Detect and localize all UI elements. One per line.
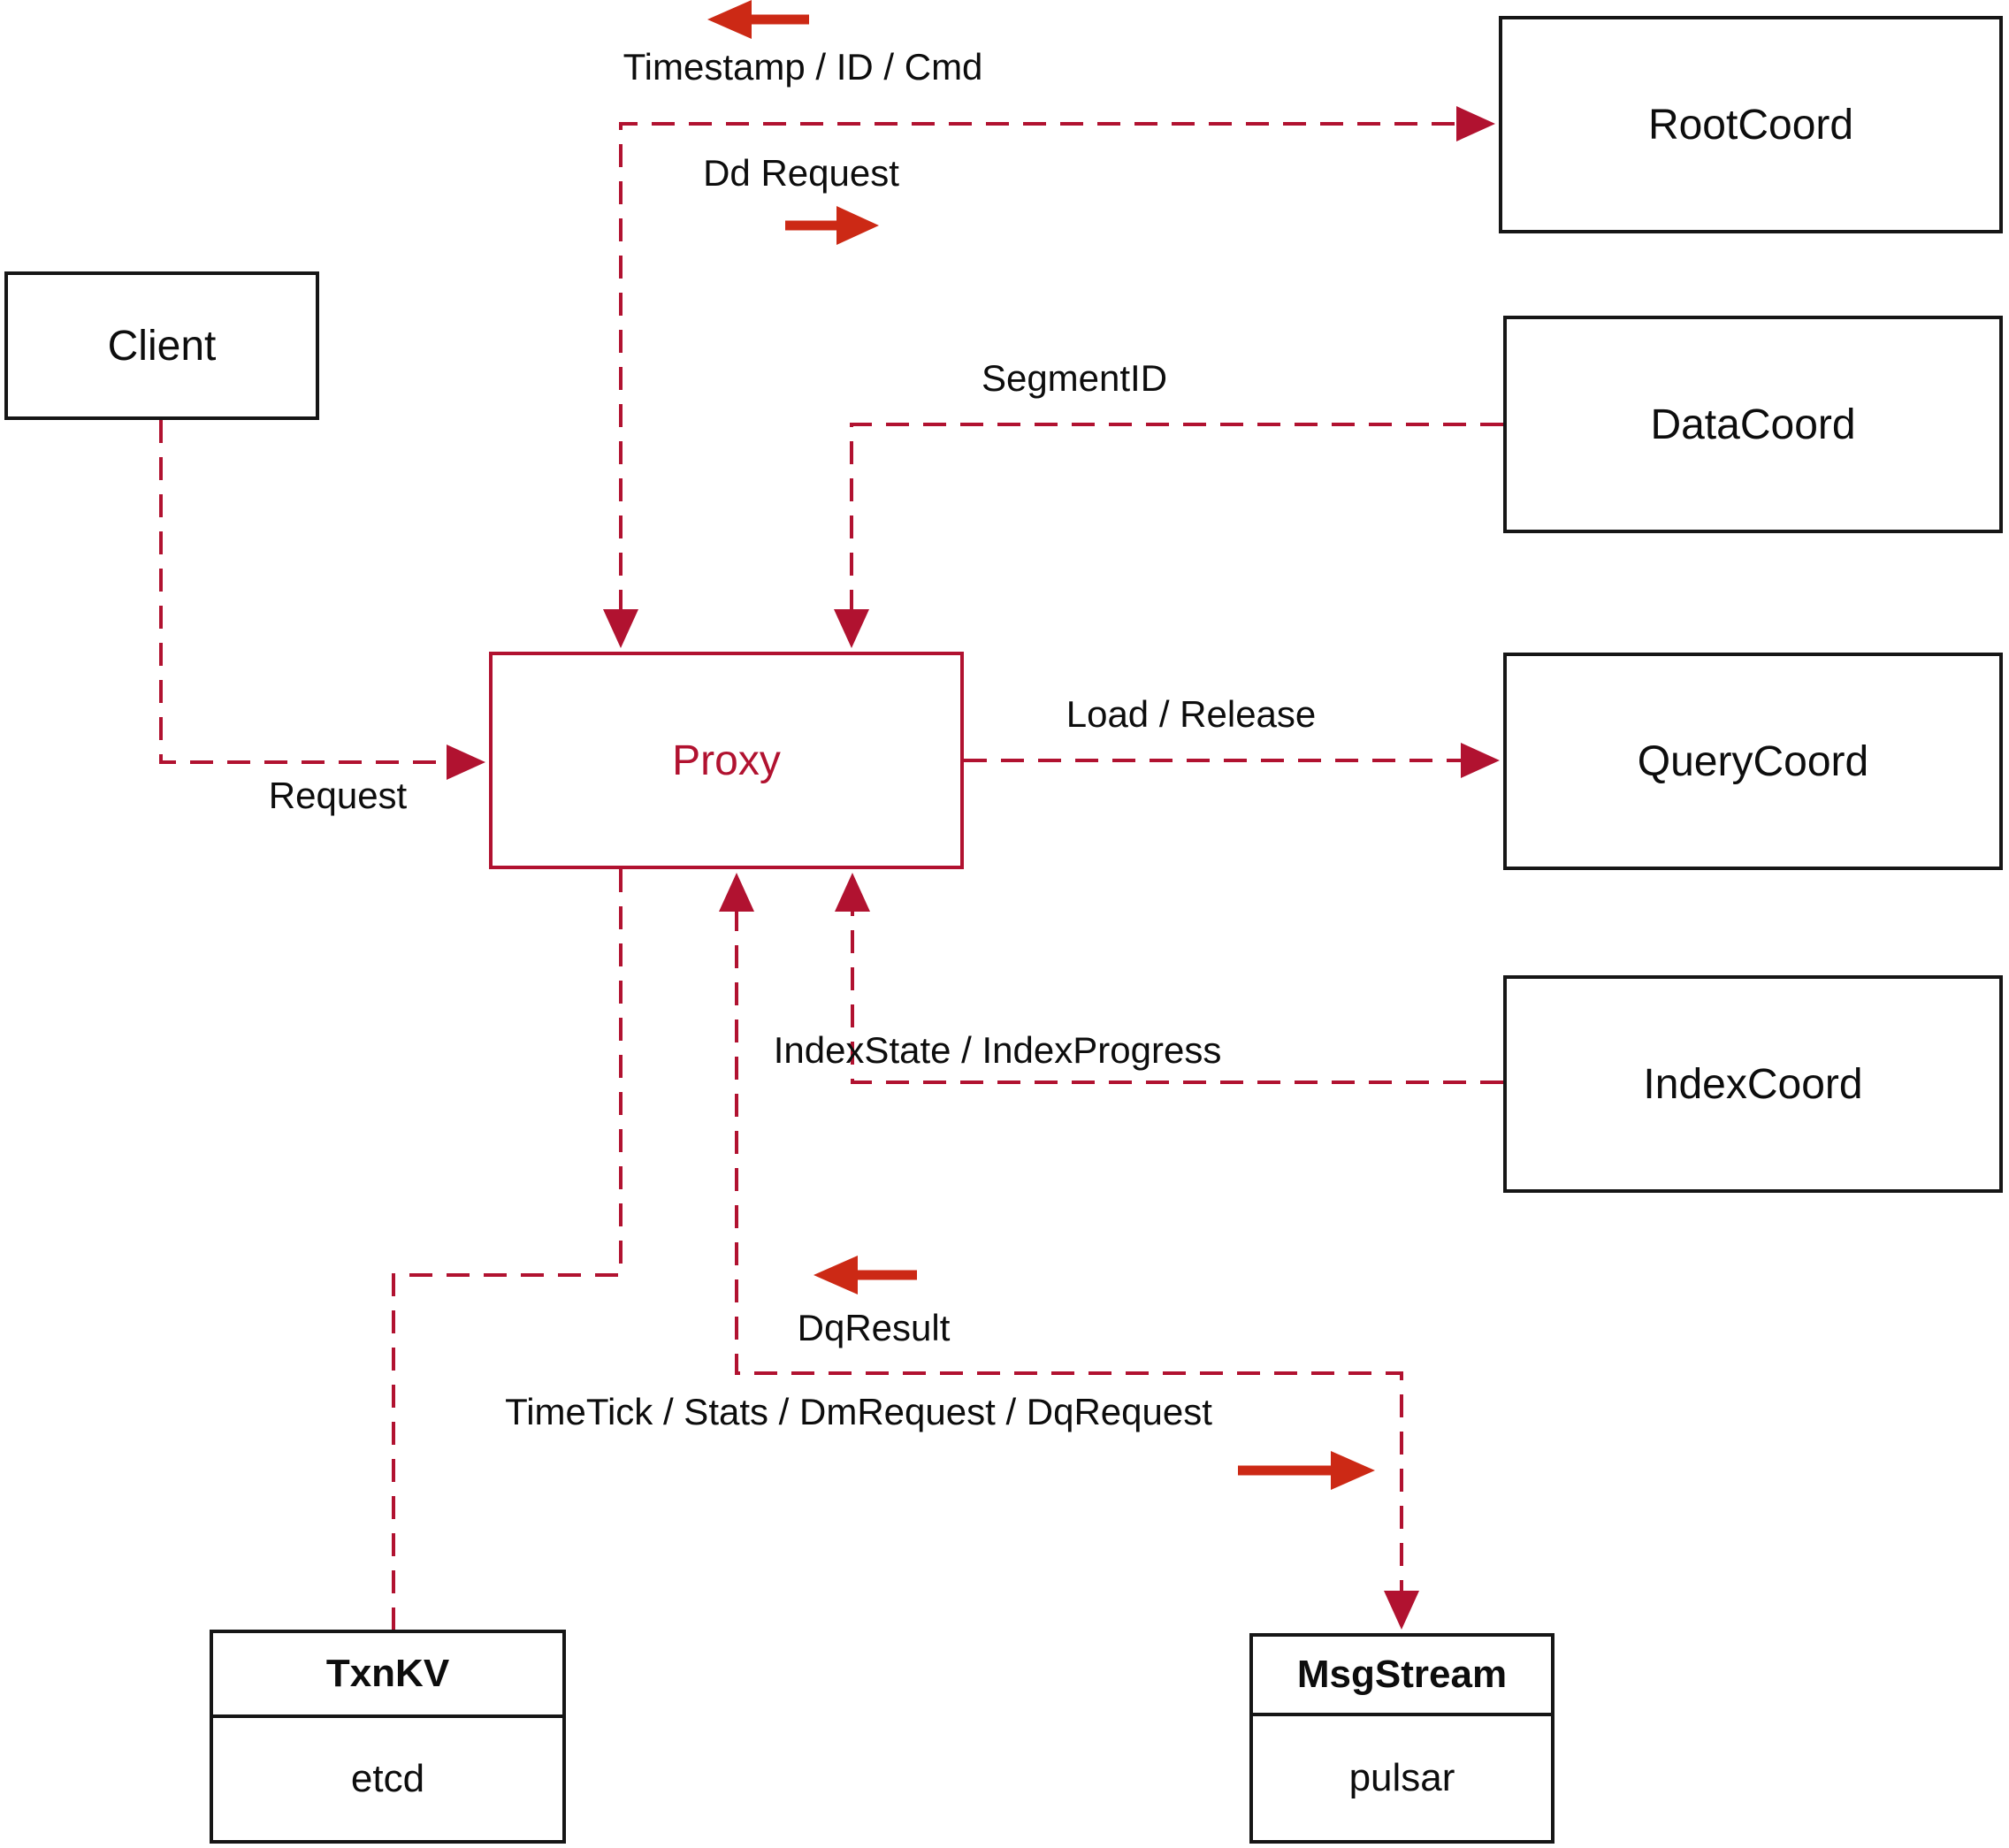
edge-label-segment-id: SegmentID <box>981 357 1168 399</box>
node-msgstream-subtitle: pulsar <box>1348 1756 1455 1799</box>
arrowhead-into-proxy-bottom-1 <box>719 873 754 912</box>
node-rootcoord: RootCoord <box>1499 16 2003 233</box>
edge-label-dd-request: Dd Request <box>703 152 899 194</box>
node-proxy: Proxy <box>489 652 964 869</box>
edge-proxy-rootcoord <box>619 122 1460 613</box>
edge-label-dq-result: DqResult <box>797 1307 951 1348</box>
node-txnkv-title: TxnKV <box>213 1633 562 1718</box>
arrowhead-into-rootcoord <box>1456 106 1495 141</box>
node-indexcoord-label: IndexCoord <box>1643 1060 1863 1108</box>
node-proxy-label: Proxy <box>672 737 781 784</box>
node-msgstream: MsgStream pulsar <box>1249 1633 1554 1844</box>
node-client: Client <box>4 271 319 420</box>
node-querycoord: QueryCoord <box>1503 653 2003 870</box>
arrowhead-into-proxy-top-2 <box>834 609 869 648</box>
edge-indexcoord-to-proxy <box>851 908 1503 1084</box>
node-client-label: Client <box>107 322 217 370</box>
arrowhead-into-msgstream <box>1384 1591 1419 1630</box>
arrow-left-dq-result-head <box>814 1256 858 1294</box>
edge-client-to-proxy <box>159 420 447 764</box>
arrowhead-into-querycoord <box>1461 743 1500 778</box>
node-txnkv-subtitle: etcd <box>350 1757 425 1800</box>
edge-label-load-release: Load / Release <box>1066 693 1317 735</box>
node-querycoord-label: QueryCoord <box>1637 737 1869 785</box>
edge-label-request: Request <box>268 775 408 816</box>
edge-label-index-state: IndexState / IndexProgress <box>773 1029 1222 1071</box>
edge-datacoord-to-proxy <box>850 423 1503 613</box>
arrow-right-dd-request-head <box>836 206 879 245</box>
arrowhead-into-proxy-left <box>447 745 485 780</box>
node-indexcoord: IndexCoord <box>1503 975 2003 1193</box>
node-msgstream-title: MsgStream <box>1253 1637 1551 1716</box>
solid-direction-arrows <box>707 0 1375 1490</box>
arrowhead-into-proxy-top-1 <box>603 609 638 648</box>
node-datacoord-label: DataCoord <box>1650 401 1856 448</box>
edge-proxy-msgstream <box>735 908 1403 1594</box>
node-txnkv: TxnKV etcd <box>210 1630 566 1844</box>
node-datacoord: DataCoord <box>1503 316 2003 533</box>
node-rootcoord-label: RootCoord <box>1647 101 1854 149</box>
arrow-left-timestamp-head <box>707 0 752 39</box>
edge-label-time-tick: TimeTick / Stats / DmRequest / DqRequest <box>505 1391 1212 1432</box>
arrow-right-time-tick-head <box>1331 1451 1375 1490</box>
edge-proxy-to-txnkv <box>392 869 623 1630</box>
edge-label-timestamp: Timestamp / ID / Cmd <box>623 46 983 88</box>
arrowhead-into-proxy-bottom-2 <box>835 873 870 912</box>
